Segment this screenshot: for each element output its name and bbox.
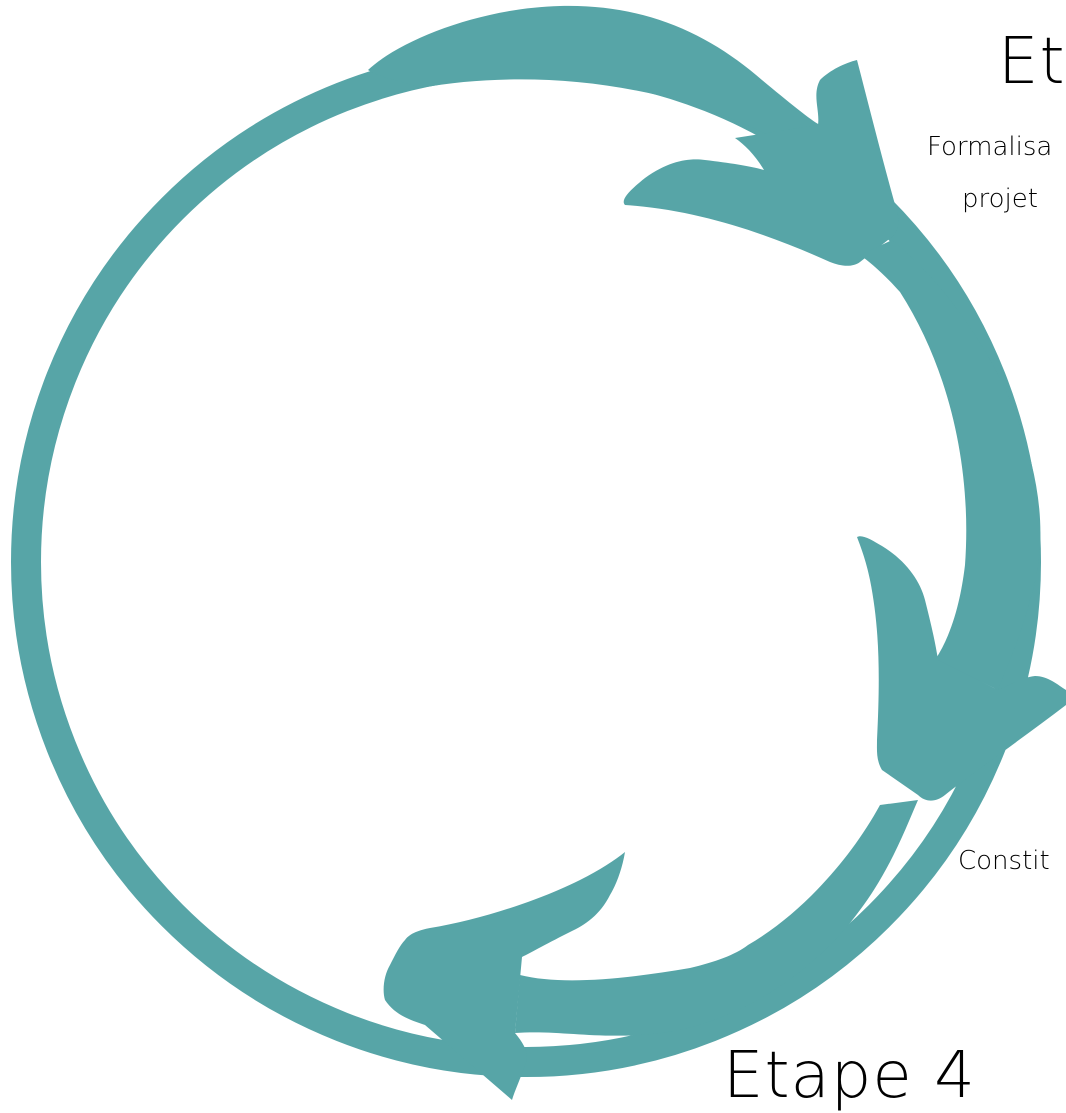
step-1-description-line-1: Formalisa [927,132,1053,162]
curved-arrow-1-body-icon [368,5,820,160]
step-4-title: Etape 4 [723,1039,976,1113]
curved-arrow-3-head-icon [383,852,625,1100]
step-3-description-line-1: Constit [958,846,1050,876]
curved-arrow-1-head-icon [623,60,899,266]
curved-arrow-2-head-icon [857,536,1066,801]
step-1-description-line-2: projet [962,184,1038,214]
step-1-title: Et [998,25,1066,99]
curved-arrow-2-body-icon [860,240,1041,690]
curved-arrow-3-body-icon [515,800,918,1036]
